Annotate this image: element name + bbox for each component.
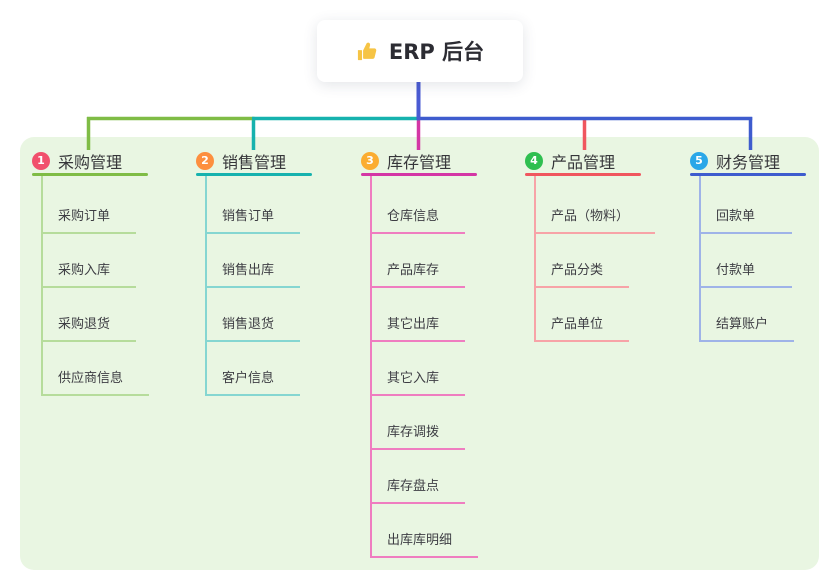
node-3-1[interactable]: 仓库信息	[370, 204, 466, 234]
branch-5-label: 财务管理	[716, 153, 781, 172]
node-2-3[interactable]: 销售退货	[205, 312, 301, 342]
branch-3-number-badge: 3	[361, 152, 379, 170]
node-4-3[interactable]: 产品单位	[534, 312, 630, 342]
branch-3-child-connector	[370, 176, 372, 556]
branch-1-header[interactable]: 1 采购管理	[32, 150, 122, 172]
node-1-1[interactable]: 采购订单	[41, 204, 137, 234]
branch-5-underline	[690, 173, 806, 176]
branch-2-underline	[196, 173, 312, 176]
node-2-1[interactable]: 销售订单	[205, 204, 301, 234]
branch-1-number-badge: 1	[32, 152, 50, 170]
node-2-2[interactable]: 销售出库	[205, 258, 301, 288]
branch-5-child-connector	[699, 176, 701, 340]
node-3-7[interactable]: 出库库明细	[370, 528, 479, 558]
branch-4-child-connector	[534, 176, 536, 340]
branch-3-label: 库存管理	[387, 153, 452, 172]
node-1-2[interactable]: 采购入库	[41, 258, 137, 288]
root-node[interactable]: ERP 后台	[317, 20, 523, 82]
branch-3-underline	[361, 173, 477, 176]
branch-1-child-connector	[41, 176, 43, 394]
node-1-3[interactable]: 采购退货	[41, 312, 137, 342]
branch-4-underline	[525, 173, 641, 176]
thumbs-up-icon	[356, 40, 379, 63]
node-3-6[interactable]: 库存盘点	[370, 474, 466, 504]
branch-5-header[interactable]: 5 财务管理	[690, 150, 780, 172]
root-label: ERP 后台	[388, 40, 485, 64]
branches-panel	[20, 137, 819, 570]
branch-5-number-badge: 5	[690, 152, 708, 170]
branch-2-child-connector	[205, 176, 207, 394]
node-5-3[interactable]: 结算账户	[699, 312, 795, 342]
branch-2-label: 销售管理	[222, 153, 287, 172]
node-3-2[interactable]: 产品库存	[370, 258, 466, 288]
branch-4-label: 产品管理	[551, 153, 616, 172]
node-5-2[interactable]: 付款单	[699, 258, 792, 288]
branch-1-label: 采购管理	[58, 153, 123, 172]
node-4-1[interactable]: 产品（物料）	[534, 204, 656, 234]
branch-4-number-badge: 4	[525, 152, 543, 170]
node-1-4[interactable]: 供应商信息	[41, 366, 150, 396]
node-4-2[interactable]: 产品分类	[534, 258, 630, 288]
node-3-4[interactable]: 其它入库	[370, 366, 466, 396]
node-2-4[interactable]: 客户信息	[205, 366, 301, 396]
node-5-1[interactable]: 回款单	[699, 204, 792, 234]
branch-4-header[interactable]: 4 产品管理	[525, 150, 615, 172]
node-3-3[interactable]: 其它出库	[370, 312, 466, 342]
branch-3-header[interactable]: 3 库存管理	[361, 150, 451, 172]
branch-2-number-badge: 2	[196, 152, 214, 170]
node-3-5[interactable]: 库存调拨	[370, 420, 466, 450]
branch-1-underline	[32, 173, 148, 176]
branch-2-header[interactable]: 2 销售管理	[196, 150, 286, 172]
